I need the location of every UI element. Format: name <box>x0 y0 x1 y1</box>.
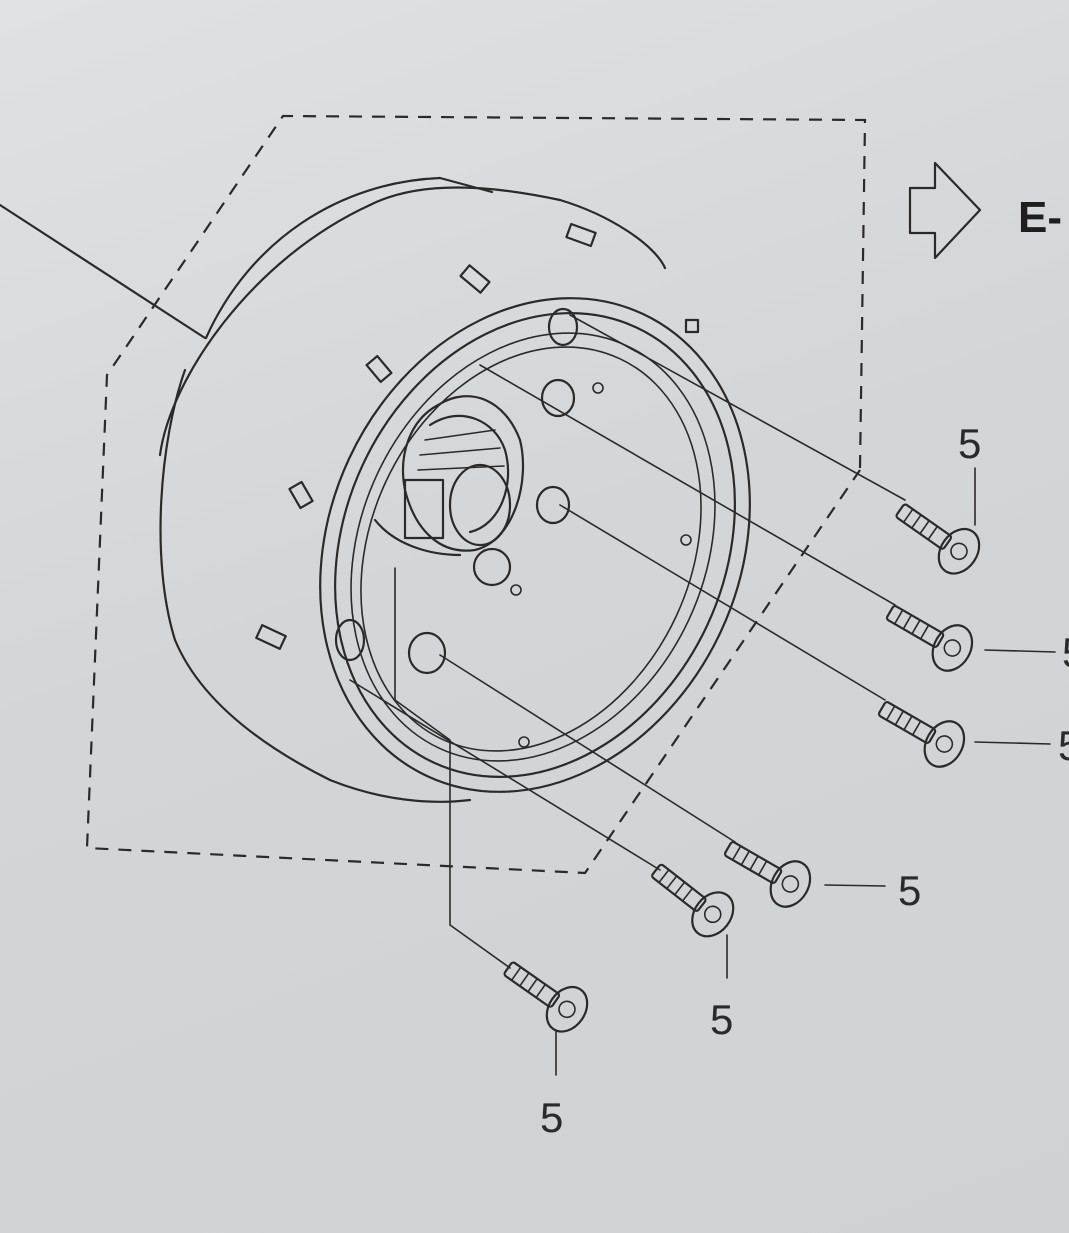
callout-label: 5 <box>898 867 921 914</box>
front-rim-groove <box>350 332 716 762</box>
assembly-guide-lines <box>349 314 906 969</box>
bolt-icon <box>651 863 735 938</box>
bolt-icon <box>877 701 966 768</box>
reference-label: E- <box>1018 193 1062 242</box>
callout-label: 5 <box>710 996 733 1043</box>
front-rim-inner <box>334 312 736 778</box>
bolt-icon <box>723 841 812 908</box>
flywheel-rotor <box>158 176 751 803</box>
front-rim-outer <box>319 297 751 793</box>
callout-label: 5 <box>1058 722 1069 769</box>
bolt-icon <box>895 503 981 575</box>
callout-label: 5 <box>958 420 981 467</box>
arrow-right-icon <box>908 161 982 260</box>
callout-label: 5 <box>1062 629 1069 676</box>
bolt-holes <box>334 307 692 748</box>
callout-label: 5 <box>540 1094 563 1141</box>
magnet-slots <box>255 222 700 650</box>
assembly-boundary <box>85 114 867 875</box>
bolt-icon <box>885 605 974 672</box>
assembly-leader-line <box>0 203 207 340</box>
callout-leaders <box>555 467 1056 1076</box>
hub <box>373 395 525 587</box>
bolt-icon <box>503 961 589 1033</box>
